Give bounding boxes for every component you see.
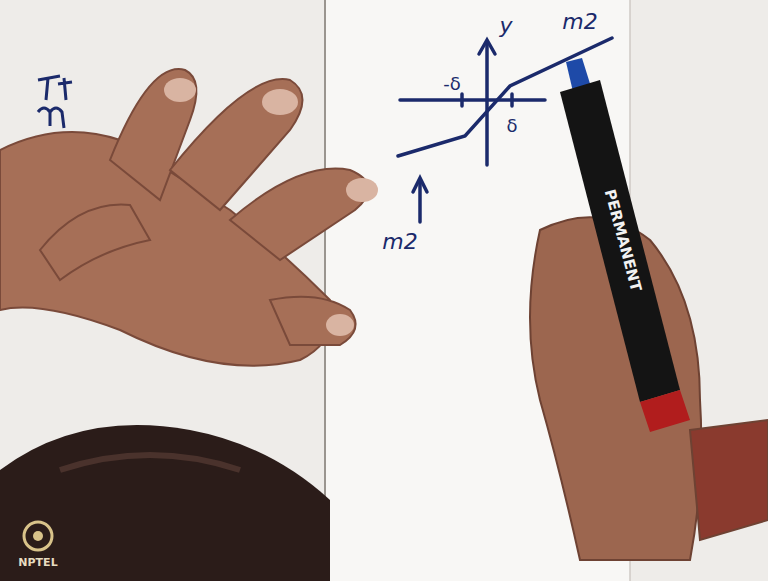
tick-label: -δ: [443, 75, 461, 93]
logo-text: NPTEL: [18, 557, 57, 568]
slope-label: m2: [382, 231, 417, 253]
slope-label: m2: [562, 11, 597, 33]
axis-label: y: [499, 15, 512, 37]
tick-label: δ: [506, 117, 517, 135]
